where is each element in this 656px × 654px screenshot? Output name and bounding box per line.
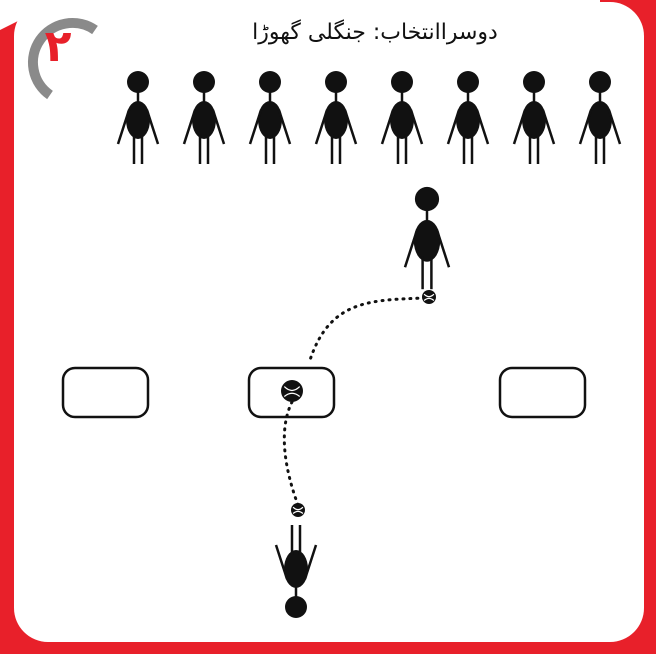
base-center — [247, 366, 336, 419]
base-left — [61, 366, 150, 419]
card-surface — [14, 2, 644, 642]
body — [324, 101, 348, 139]
arm — [314, 109, 329, 145]
batter-figure — [274, 525, 318, 618]
line-player — [512, 71, 556, 164]
arm — [541, 109, 556, 145]
page-title: دوسراانتخاب: جنگلی گھوڑا — [252, 20, 498, 45]
line-player — [380, 71, 424, 164]
base-right — [498, 366, 587, 419]
badge-ring — [28, 18, 98, 100]
arm — [578, 109, 593, 145]
line-player — [578, 71, 622, 164]
ball-hit — [281, 380, 303, 402]
player-row — [116, 71, 622, 164]
line-player — [314, 71, 358, 164]
arm — [248, 109, 263, 145]
line-player — [446, 71, 490, 164]
arm — [512, 109, 527, 145]
line-player — [248, 71, 292, 164]
arm — [274, 544, 289, 580]
ball-path-bottom — [282, 400, 300, 507]
arm — [409, 109, 424, 145]
line-player — [182, 71, 226, 164]
arm — [303, 544, 318, 580]
body — [126, 101, 150, 139]
ball-batted — [291, 503, 305, 517]
arm — [343, 109, 358, 145]
body — [413, 219, 441, 262]
arm — [380, 109, 395, 145]
arm — [403, 229, 419, 268]
body — [522, 101, 546, 139]
body — [588, 101, 612, 139]
thrower-figure — [403, 186, 451, 290]
arm — [211, 109, 226, 145]
arm — [475, 109, 490, 145]
body — [192, 101, 216, 139]
head — [414, 186, 440, 212]
head — [127, 71, 149, 93]
arm — [182, 109, 197, 145]
arm — [116, 109, 131, 145]
body — [284, 550, 308, 588]
ball-path-top — [308, 296, 427, 362]
ball-thrown — [422, 290, 436, 304]
arm — [145, 109, 160, 145]
head — [325, 71, 347, 93]
body — [456, 101, 480, 139]
body — [390, 101, 414, 139]
head — [259, 71, 281, 93]
head — [589, 71, 611, 93]
arm — [435, 229, 451, 268]
head — [285, 596, 307, 618]
batter-body — [274, 525, 318, 618]
head — [457, 71, 479, 93]
line-player — [116, 71, 160, 164]
thrower-body — [403, 186, 451, 290]
arm — [277, 109, 292, 145]
body — [258, 101, 282, 139]
arm — [607, 109, 622, 145]
head — [193, 71, 215, 93]
arm — [446, 109, 461, 145]
step-number-badge: ۲ — [44, 20, 72, 72]
head — [523, 71, 545, 93]
head — [391, 71, 413, 93]
